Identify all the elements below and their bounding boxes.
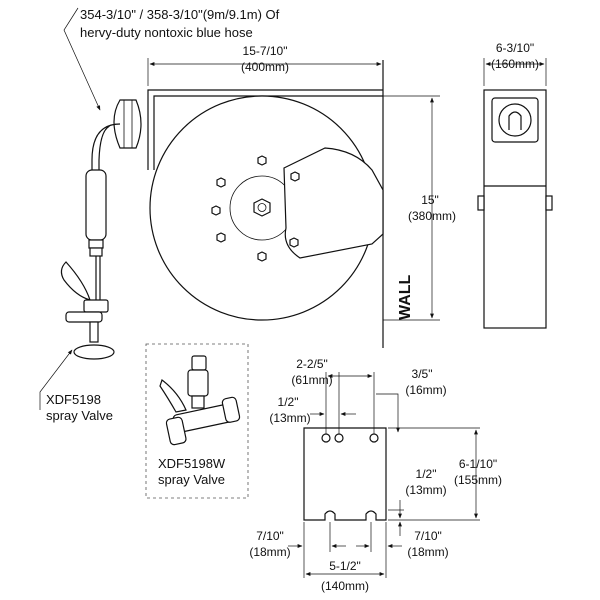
mounting-bracket-view: 2-2/5" (61mm) 3/5" (16mm) 1/2" (13mm) 6-…	[249, 357, 502, 593]
bracket-d8-in: 5-1/2"	[329, 559, 361, 573]
hose-grip	[85, 169, 107, 241]
xdf5198w-desc: spray Valve	[158, 472, 225, 487]
bracket-d5-mm: (13mm)	[405, 483, 446, 497]
bracket-d6-mm: (18mm)	[249, 545, 290, 559]
front-width-in: 15-7/10"	[243, 44, 288, 58]
hose-callout: 354-3/10" / 358-3/10"(9m/9.1m) Of hervy-…	[63, 7, 280, 111]
hose-callout-line2: hervy-duty nontoxic blue hose	[80, 25, 253, 40]
wall-label: WALL	[397, 274, 414, 320]
front-height-in: 15"	[421, 193, 439, 207]
hose-guide	[113, 99, 142, 149]
hose	[91, 123, 121, 178]
xdf5198w-spray-valve	[159, 355, 241, 446]
bracket-plate	[303, 427, 387, 521]
xdf5198w-inset-frame	[145, 343, 249, 499]
xdf5198-callout: XDF5198 spray Valve	[39, 349, 113, 423]
bracket-d3-mm: (13mm)	[269, 411, 310, 425]
bracket-d7-mm: (18mm)	[407, 545, 448, 559]
bracket-d1-in: 2-2/5"	[296, 357, 328, 371]
reel-arm	[283, 147, 384, 259]
bracket-d4-in: 6-1/10"	[459, 457, 497, 471]
xdf5198w-model: XDF5198W	[158, 456, 226, 471]
side-width-mm: (160mm)	[491, 57, 539, 71]
bracket-d2-mm: (16mm)	[405, 383, 446, 397]
bracket-d5-in: 1/2"	[416, 467, 437, 481]
xdf5198w-inset: XDF5198W spray Valve	[145, 343, 249, 499]
reel-front-view: 15-7/10" (400mm) 15" (380mm) WALL	[60, 44, 456, 360]
bracket-d2-in: 3/5"	[412, 367, 433, 381]
hose-callout-line1: 354-3/10" / 358-3/10"(9m/9.1m) Of	[80, 7, 280, 22]
bracket-d4-mm: (155mm)	[454, 473, 502, 487]
bracket-d8-mm: (140mm)	[321, 579, 369, 593]
bracket-d3-in: 1/2"	[278, 395, 299, 409]
front-height-mm: (380mm)	[408, 209, 456, 223]
xdf5198-spray-valve	[60, 261, 115, 360]
bracket-d1-mm: (61mm)	[291, 373, 332, 387]
center-hex-nut	[253, 198, 271, 217]
reel-side-view: 6-3/10" (160mm)	[477, 41, 553, 329]
front-width-mm: (400mm)	[241, 60, 289, 74]
bracket-d6-in: 7/10"	[256, 529, 284, 543]
bracket-d7-in: 7/10"	[414, 529, 442, 543]
xdf5198-desc: spray Valve	[46, 408, 113, 423]
side-width-in: 6-3/10"	[496, 41, 534, 55]
xdf5198-model: XDF5198	[46, 392, 101, 407]
